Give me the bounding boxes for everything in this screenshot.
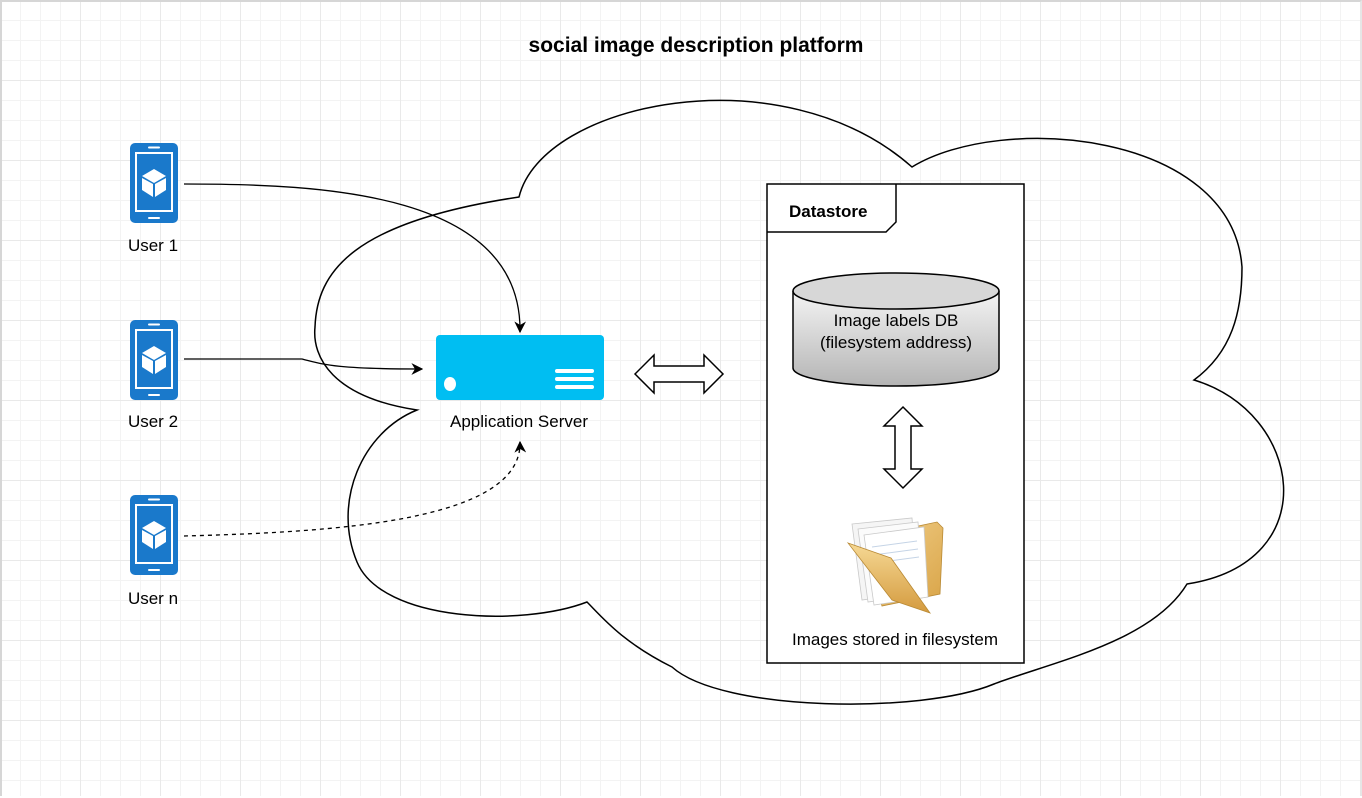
connector-user-2 [184,358,424,375]
mobile-phone-icon [130,143,178,223]
bidirectional-arrow-vertical [882,405,924,490]
mobile-phone-icon [130,495,178,575]
connector-user-n [183,440,527,537]
user-2-node[interactable]: User 2 [128,320,178,431]
server-icon [436,335,604,400]
user-1-label: User 1 [128,236,178,255]
image-labels-db[interactable]: Image labels DB (filesystem address) [792,272,1000,387]
bidirectional-arrow-horizontal [633,353,725,395]
application-server-node[interactable]: Application Server [436,335,604,431]
db-label-line-1: Image labels DB [834,311,959,330]
cloud-shape [313,99,1285,705]
user-1-node[interactable]: User 1 [128,143,178,255]
user-n-label: User n [128,589,178,608]
folder-icon [846,517,944,614]
db-label-line-2: (filesystem address) [820,333,972,352]
user-n-node[interactable]: User n [128,495,178,608]
diagram-title: social image description platform [529,34,864,57]
datastore-label: Datastore [789,202,867,221]
connector-user-1 [183,183,526,334]
mobile-phone-icon [130,320,178,400]
user-2-label: User 2 [128,412,178,431]
application-server-label: Application Server [450,412,588,431]
files-label: Images stored in filesystem [792,630,998,649]
